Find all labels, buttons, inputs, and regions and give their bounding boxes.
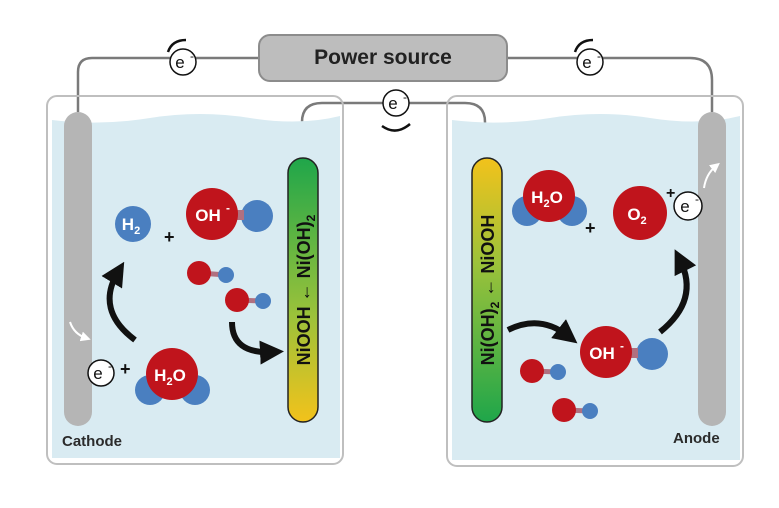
plus-anode-right: + xyxy=(666,185,675,202)
plus-cathode-bottom: + xyxy=(120,359,131,379)
nickel-rod-right-label: Ni(OH)2 ← NiOOH xyxy=(478,215,502,366)
nickel-rod-left xyxy=(287,157,319,423)
svg-text:e: e xyxy=(93,364,102,383)
svg-text:H2: H2 xyxy=(122,215,140,237)
svg-text:-: - xyxy=(190,49,194,63)
hydroxide-cathode: OH - xyxy=(186,188,273,240)
anode-label: Anode xyxy=(673,430,720,447)
nickel-rod-right xyxy=(471,157,503,423)
svg-text:H2O: H2O xyxy=(531,188,563,210)
svg-text:-: - xyxy=(226,201,230,215)
svg-text:e: e xyxy=(680,197,689,216)
water-molecule-cathode: H2O xyxy=(135,348,210,405)
water-fragment-3 xyxy=(520,359,566,383)
nickel-rod-left-label: NiOOH ← Ni(OH)2 xyxy=(294,214,318,365)
electron-cathode: e - xyxy=(87,359,115,387)
cathode-rod xyxy=(64,112,92,426)
electron-top-left: e - xyxy=(166,38,197,76)
h2-molecule: H2 xyxy=(115,206,151,242)
arrow-cathode-up xyxy=(101,261,137,343)
wire-left xyxy=(76,56,258,112)
svg-text:-: - xyxy=(620,339,624,353)
cathode-label: Cathode xyxy=(62,433,122,450)
water-fragment-2 xyxy=(225,288,271,312)
electron-path-cathode xyxy=(69,321,91,342)
svg-text:-: - xyxy=(403,90,407,104)
water-fragment-4 xyxy=(552,398,598,422)
svg-text:H2O: H2O xyxy=(154,366,186,388)
svg-text:O2: O2 xyxy=(627,205,646,227)
electron-path-anode xyxy=(703,162,720,189)
cathode-beaker xyxy=(46,95,344,465)
electron-bridge: e - xyxy=(381,89,411,132)
svg-text:e: e xyxy=(388,94,397,113)
electron-anode: e - xyxy=(673,191,703,221)
svg-text:-: - xyxy=(108,359,112,373)
svg-text:e: e xyxy=(582,53,591,72)
svg-text:-: - xyxy=(597,49,601,63)
power-source: Power source xyxy=(258,34,508,82)
o2-molecule: O2 xyxy=(613,186,667,240)
arrow-anode-up xyxy=(658,249,697,335)
hydroxide-anode: OH - xyxy=(580,326,668,378)
water-molecule-anode: H2O xyxy=(512,170,587,226)
electron-top-right: e - xyxy=(573,38,604,76)
plus-anode-left: + xyxy=(585,218,596,238)
svg-text:OH: OH xyxy=(195,206,221,225)
water-fragment-1 xyxy=(187,261,234,285)
anode-rod xyxy=(698,112,726,426)
svg-text:e: e xyxy=(175,53,184,72)
svg-text:-: - xyxy=(695,192,699,206)
arrow-anode-curl xyxy=(506,319,578,344)
svg-text:OH: OH xyxy=(589,344,615,363)
arrow-cathode-curl xyxy=(229,321,284,365)
wire-right xyxy=(508,56,714,112)
plus-cathode-top: + xyxy=(164,227,175,247)
